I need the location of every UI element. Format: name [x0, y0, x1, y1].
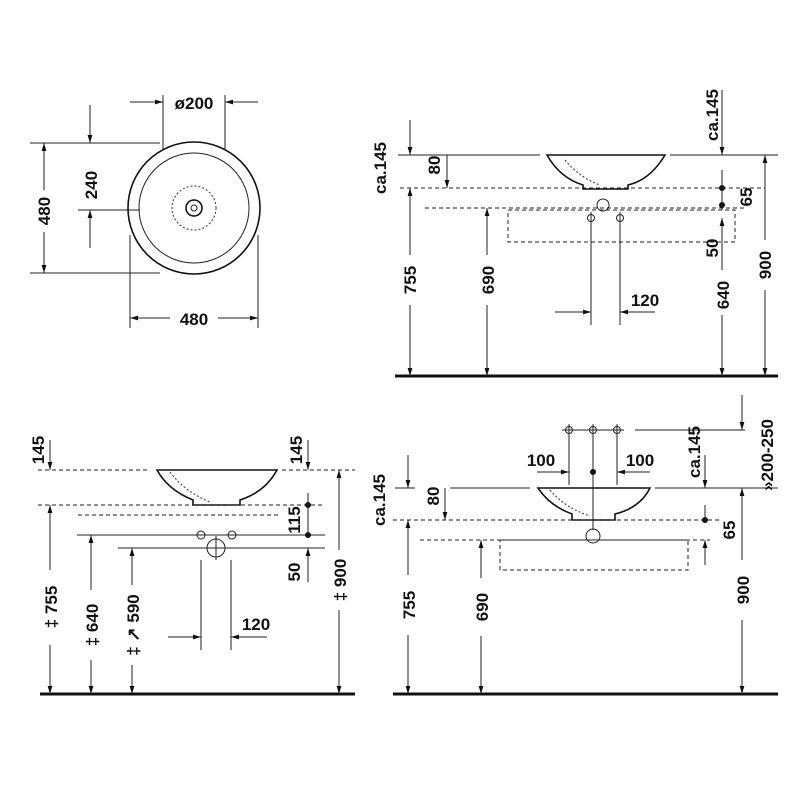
basin-side-view	[545, 154, 667, 190]
dim-145-right-label: 145	[287, 436, 306, 464]
basin-side-view	[155, 469, 279, 506]
basin-inner-rim	[138, 152, 250, 264]
basin-outer-rim	[127, 141, 261, 275]
dim-115-label: 115	[285, 506, 304, 533]
dim-200-250-label: »200-250	[758, 419, 777, 491]
drain-icon	[596, 198, 610, 212]
dim-50-label: 50	[703, 239, 722, 258]
ca145-left-label: ca.145	[370, 474, 389, 526]
dim-900-label: 900	[734, 576, 753, 604]
top-plan-view: ø200 480 240 480	[30, 94, 261, 329]
valve-icon	[227, 530, 237, 540]
dim-80-label: 80	[424, 487, 443, 506]
drain-icon	[185, 199, 203, 217]
dim-120-label: 120	[242, 615, 270, 634]
vanity-outline	[499, 539, 689, 571]
dim-65-label: 65	[720, 521, 739, 540]
dim-900-label: 900	[756, 251, 775, 279]
wall-mount-elevation: 120 145 145 ‡ 755 ‡ 640 ‡ ↗ 590 115 50 ‡…	[29, 436, 355, 696]
dim-755-label: ‡ 755	[42, 586, 61, 629]
dim-65-label: 65	[737, 188, 756, 207]
dim-100-right-label: 100	[626, 451, 654, 470]
dim-755-label: 755	[400, 591, 419, 619]
wall-faucet-elevation: 120 ca.145 755 80 690 ca.145 65 50 640 9…	[371, 89, 778, 378]
width-label: 480	[180, 310, 208, 329]
drain-area	[171, 185, 217, 231]
height-label: 480	[35, 197, 54, 225]
dim-80-label: 80	[425, 156, 444, 175]
ca145-right-label: ca.145	[685, 426, 704, 478]
deck-faucet-elevation: 100 100 ca.145 80 755 690 ca.145 65 900 …	[370, 395, 778, 696]
dim-145-left-label: 145	[29, 436, 48, 464]
dim-50-label: 50	[285, 563, 304, 582]
dim-640-label: ‡ 640	[83, 604, 102, 647]
dim-690-label: 690	[479, 266, 498, 294]
valve-icon	[196, 530, 206, 540]
dim-900-label: ‡ 900	[331, 559, 350, 602]
basin-side-view	[536, 487, 652, 521]
dim-120-label: 120	[631, 291, 659, 310]
ca145-left-label: ca.145	[371, 142, 390, 194]
dim-100-left-label: 100	[527, 451, 555, 470]
half-height-label: 240	[82, 171, 101, 199]
vanity-outline	[507, 209, 736, 243]
dim-640-label: 640	[714, 281, 733, 309]
dim-690-label: 690	[473, 593, 492, 621]
diameter-label: ø200	[175, 94, 214, 113]
ca145-right-label: ca.145	[703, 89, 722, 141]
drain-icon	[585, 528, 601, 544]
dim-755-label: 755	[401, 266, 420, 294]
dim-590-label: ‡ ↗ 590	[124, 594, 143, 656]
